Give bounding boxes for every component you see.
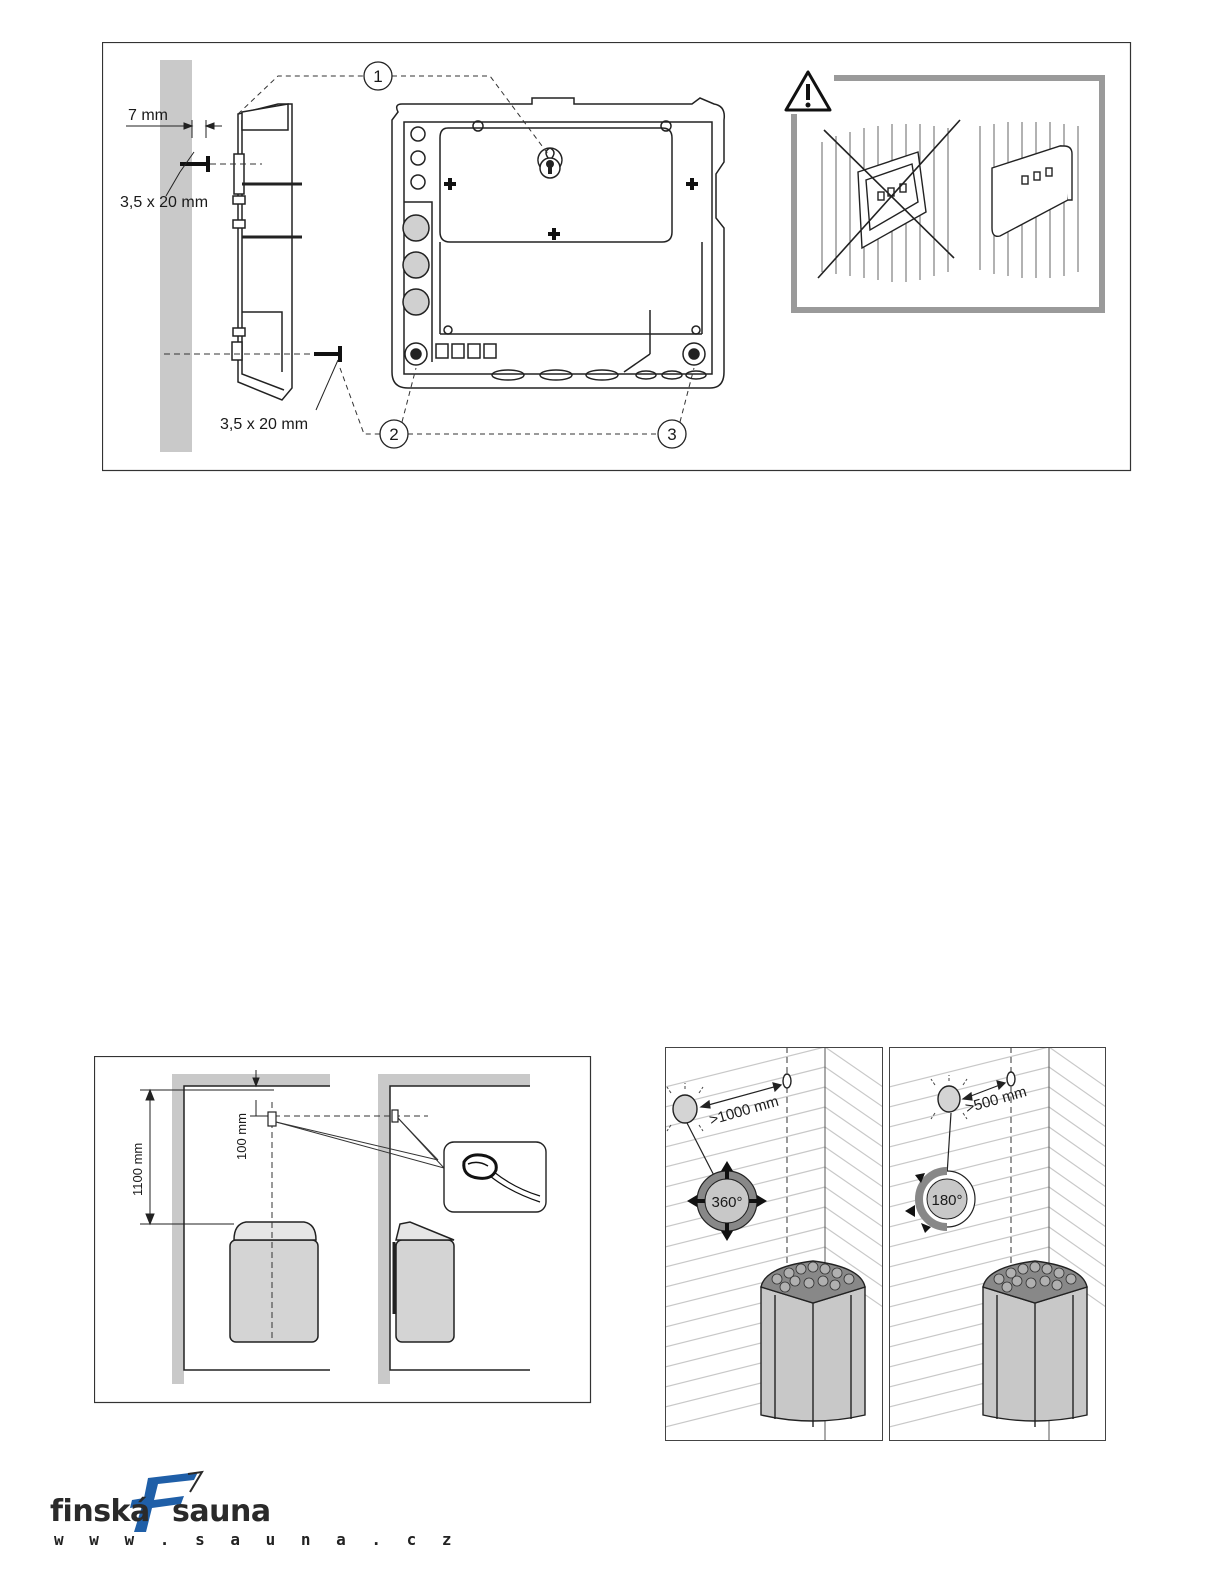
sauna-heater — [761, 1261, 865, 1427]
warning-box — [782, 68, 1102, 310]
sensor-detail-callout — [444, 1142, 546, 1212]
angle-label: 360° — [711, 1194, 742, 1211]
screw-bottom-label: 3,5 x 20 mm — [220, 416, 308, 433]
callout-2: 2 — [380, 420, 408, 448]
cross-mark-icon — [818, 120, 960, 278]
mounting-figure: 7 mm 3,5 x 20 mm 3,5 x 20 mm — [102, 42, 1132, 472]
lamp-icon — [667, 1083, 703, 1131]
lamp-figure-left: >1000 mm 360° — [665, 1047, 883, 1441]
screw-top-label: 3,5 x 20 mm — [120, 194, 208, 211]
sensor-right — [392, 1110, 398, 1122]
callout-1: 1 — [364, 62, 392, 90]
distance-label: >1000 mm — [707, 1093, 780, 1129]
remote-360: 360° — [687, 1161, 767, 1241]
height-label: 1100 mm — [130, 1143, 145, 1196]
mounting-diagram: 7 mm 3,5 x 20 mm 3,5 x 20 mm — [102, 42, 1132, 472]
lamp-diagram-left: >1000 mm 360° — [665, 1047, 883, 1441]
lamp-figure-right: >500 mm 180° — [889, 1047, 1106, 1441]
lamp-diagram-right: >500 mm 180° — [889, 1047, 1106, 1441]
logo-word-right: sauna — [172, 1494, 271, 1529]
callout-3: 3 — [658, 420, 686, 448]
height-dimension — [140, 1090, 274, 1224]
ceiling-label: 100 mm — [234, 1113, 249, 1160]
wall-bracket-icon — [1007, 1072, 1015, 1086]
brand-logo: finská sauna w w w . s a u n a . c z — [50, 1468, 270, 1558]
angle-label: 180° — [931, 1192, 962, 1209]
gap-label: 7 mm — [128, 107, 168, 124]
logo-url: w w w . s a u n a . c z — [54, 1530, 460, 1549]
keyhole-mount — [540, 158, 560, 178]
sauna-heater — [983, 1261, 1087, 1427]
enclosure-side-view — [232, 104, 302, 400]
sensor-diagram: 1100 mm 100 mm — [94, 1056, 592, 1404]
svg-text:2: 2 — [389, 425, 398, 444]
heater-left — [230, 1222, 318, 1342]
surface-mounted-unit — [992, 146, 1072, 236]
enclosure-front-view — [392, 98, 724, 388]
sensor-figure: 1100 mm 100 mm — [94, 1056, 592, 1404]
lamp-icon — [931, 1075, 967, 1119]
logo-word-left: finská — [50, 1494, 150, 1529]
wall-bracket-icon — [783, 1074, 791, 1088]
heater-right — [394, 1222, 454, 1342]
sensor-left — [268, 1112, 276, 1126]
distance-label: >500 mm — [963, 1083, 1028, 1117]
svg-text:3: 3 — [667, 425, 676, 444]
svg-text:1: 1 — [373, 67, 382, 86]
